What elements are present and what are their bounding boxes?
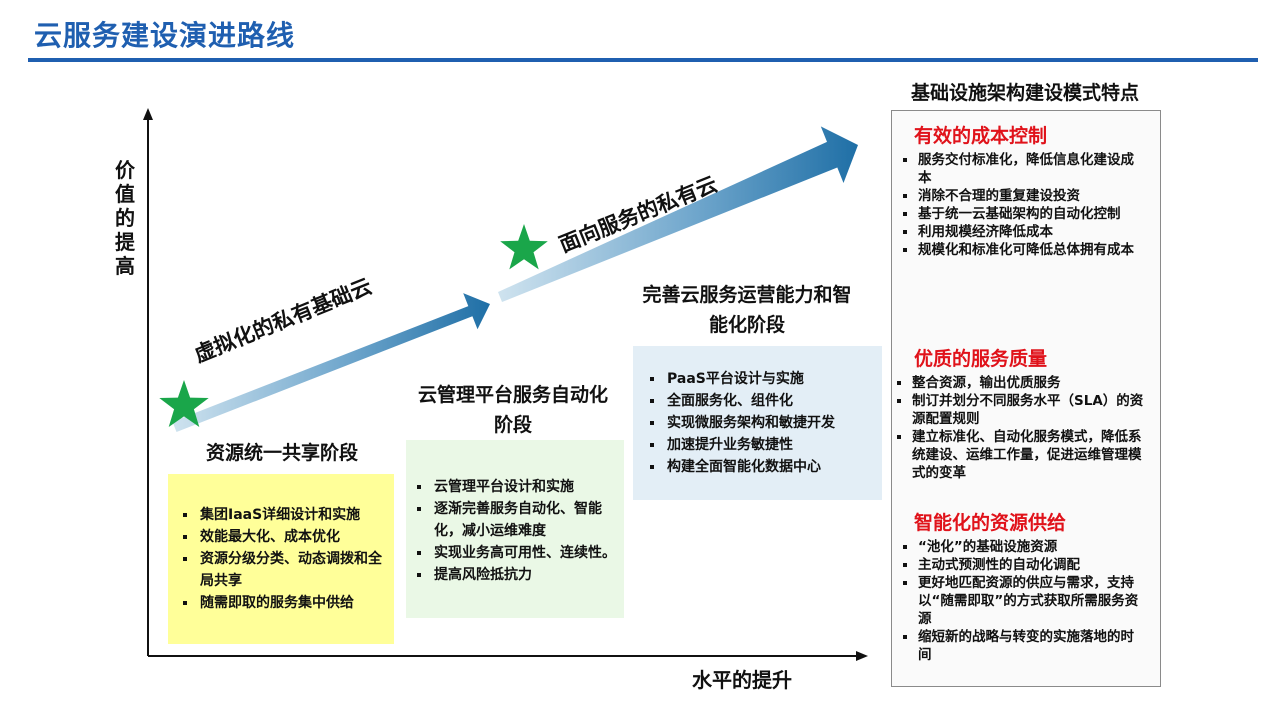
list-item: 随需即取的服务集中供给 (178, 592, 386, 614)
list-item: 服务交付标准化，降低信息化建设成本 (894, 151, 1144, 187)
right-panel-title: 基础设施架构建设模式特点 (910, 82, 1139, 104)
list-item: 制订并划分不同服务水平（SLA）的资源配置规则 (888, 392, 1144, 428)
list-item: 效能最大化、成本优化 (178, 526, 386, 548)
stage-1-box: 集团IaaS详细设计和实施 效能最大化、成本优化 资源分级分类、动态调拨和全局共… (168, 474, 394, 644)
right-panel: 有效的成本控制 服务交付标准化，降低信息化建设成本 消除不合理的重复建设投资 基… (891, 110, 1161, 687)
list-item: 主动式预测性的自动化调配 (894, 556, 1144, 574)
title-underline (28, 58, 1258, 62)
arrow-service-oriented (498, 126, 858, 303)
list-item: 更好地匹配资源的供应与需求，支持以“随需即取”的方式获取所需服务资源 (894, 574, 1144, 628)
list-item: 提高风险抵抗力 (412, 564, 616, 586)
list-item: PaaS平台设计与实施 (645, 368, 874, 390)
stage-3-list: PaaS平台设计与实施 全面服务化、组件化 实现微服务架构和敏捷开发 加速提升业… (645, 368, 874, 478)
list-item: 消除不合理的重复建设投资 (894, 187, 1144, 205)
stage-2-box: 云管理平台设计和实施 逐渐完善服务自动化、智能化，减小运维难度 实现业务高可用性… (406, 440, 624, 618)
list-item: 构建全面智能化数据中心 (645, 456, 874, 478)
stage-1-list: 集团IaaS详细设计和实施 效能最大化、成本优化 资源分级分类、动态调拨和全局共… (178, 504, 386, 614)
section-list-cost: 服务交付标准化，降低信息化建设成本 消除不合理的重复建设投资 基于统一云基础架构… (894, 151, 1144, 259)
list-item: “池化”的基础设施资源 (894, 538, 1144, 556)
list-item: 云管理平台设计和实施 (412, 476, 616, 498)
y-axis-label: 价值的提高 (115, 158, 135, 278)
list-item: 基于统一云基础架构的自动化控制 (894, 205, 1144, 223)
list-item: 加速提升业务敏捷性 (645, 434, 874, 456)
list-item: 逐渐完善服务自动化、智能化，减小运维难度 (412, 498, 616, 542)
section-heading-quality: 优质的服务质量 (914, 348, 1048, 370)
page-title: 云服务建设演进路线 (34, 19, 296, 52)
section-heading-cost: 有效的成本控制 (914, 125, 1048, 147)
star-icon (500, 224, 548, 270)
star-icon (159, 380, 209, 427)
list-item: 资源分级分类、动态调拨和全局共享 (178, 548, 386, 592)
arrow-virtualization (172, 293, 490, 432)
stage-2-list: 云管理平台设计和实施 逐渐完善服务自动化、智能化，减小运维难度 实现业务高可用性… (412, 476, 616, 586)
list-item: 集团IaaS详细设计和实施 (178, 504, 386, 526)
stage-3-box: PaaS平台设计与实施 全面服务化、组件化 实现微服务架构和敏捷开发 加速提升业… (633, 346, 882, 500)
list-item: 实现微服务架构和敏捷开发 (645, 412, 874, 434)
list-item: 实现业务高可用性、连续性。 (412, 542, 616, 564)
list-item: 缩短新的战略与转变的实施落地的时间 (894, 628, 1144, 664)
list-item: 利用规模经济降低成本 (894, 223, 1144, 241)
section-list-intelligent-supply: “池化”的基础设施资源 主动式预测性的自动化调配 更好地匹配资源的供应与需求，支… (894, 538, 1144, 664)
list-item: 全面服务化、组件化 (645, 390, 874, 412)
stage-2-title: 云管理平台服务自动化阶段 (417, 384, 608, 436)
stage-3-title: 完善云服务运营能力和智能化阶段 (642, 284, 852, 336)
list-item: 建立标准化、自动化服务模式，降低系统建设、运维工作量，促进运维管理模式的变革 (888, 428, 1144, 482)
x-axis-arrowhead (856, 651, 868, 661)
section-list-quality: 整合资源，输出优质服务 制订并划分不同服务水平（SLA）的资源配置规则 建立标准… (888, 374, 1144, 482)
section-heading-intelligent-supply: 智能化的资源供给 (914, 512, 1067, 534)
stage-1-title: 资源统一共享阶段 (205, 442, 358, 464)
list-item: 规模化和标准化可降低总体拥有成本 (894, 241, 1144, 259)
y-axis-arrowhead (143, 108, 153, 120)
list-item: 整合资源，输出优质服务 (888, 374, 1144, 392)
x-axis-label: 水平的提升 (692, 668, 792, 692)
